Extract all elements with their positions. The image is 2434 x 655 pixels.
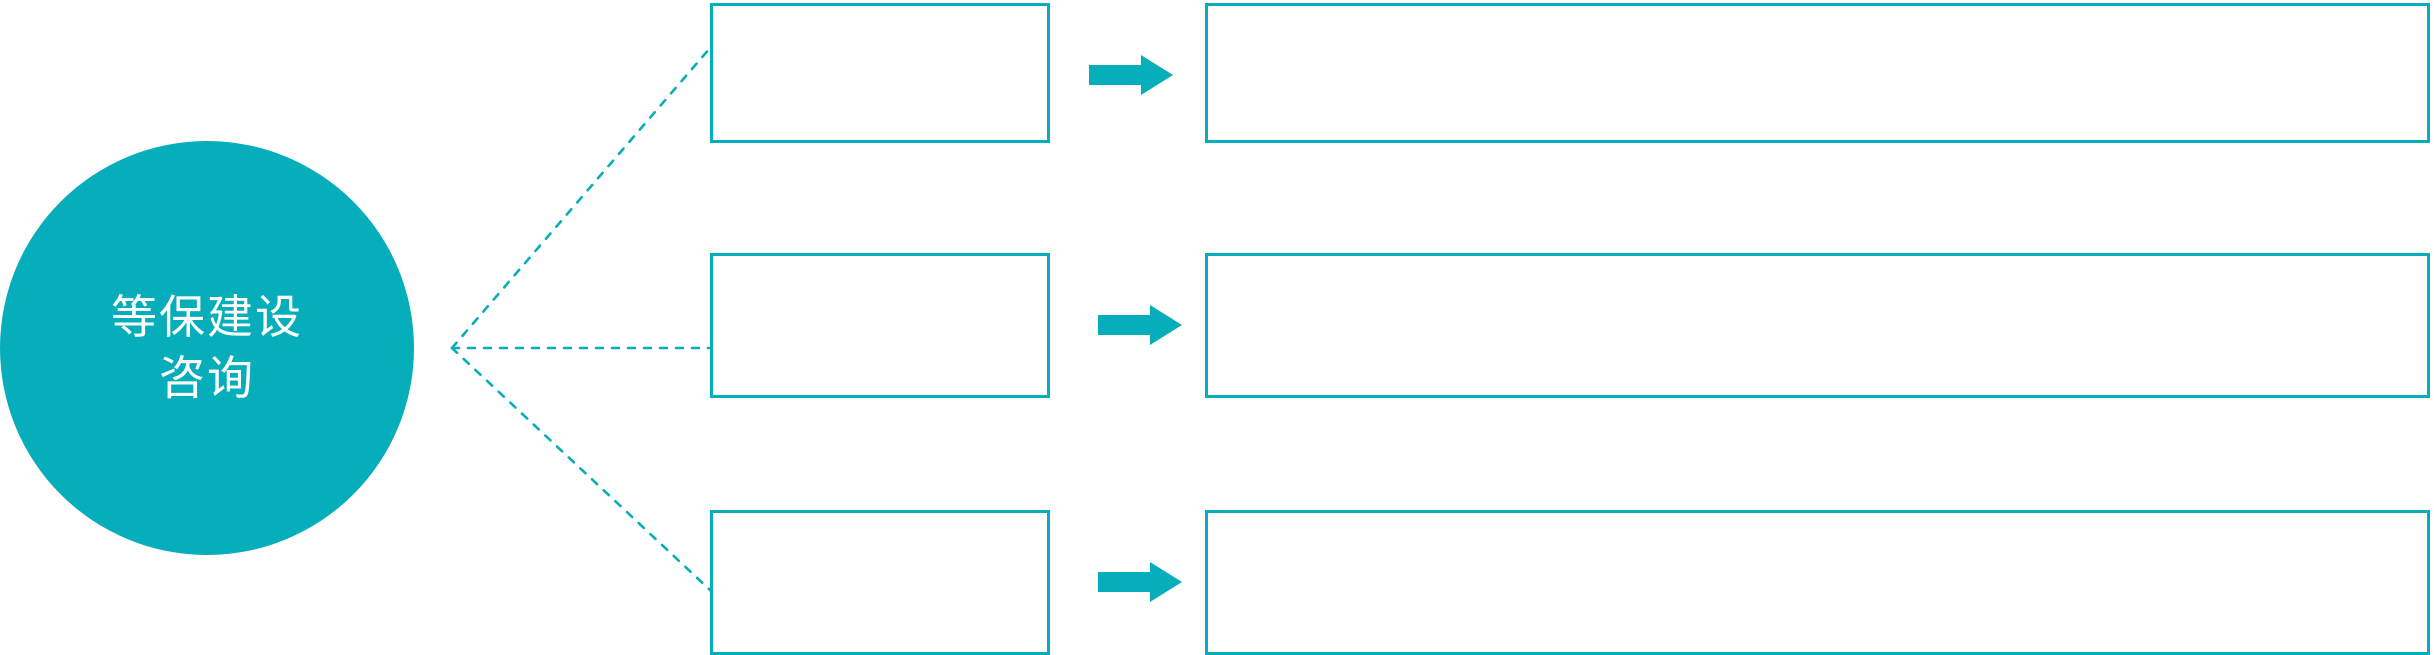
stage-box-1[interactable]: [710, 3, 1050, 143]
detail-box-2[interactable]: [1205, 253, 2430, 398]
stage-box-3[interactable]: [710, 510, 1050, 655]
detail-box-1[interactable]: [1205, 3, 2430, 143]
hub-title-line-2: 咨询: [159, 352, 255, 404]
diagram-row: [0, 253, 2434, 398]
hub-title-line-1: 等保建设: [111, 291, 303, 344]
arrow-right-icon: [1098, 562, 1182, 602]
diagram-row: [0, 3, 2434, 143]
hub-circle[interactable]: 等保建设 咨询: [0, 141, 414, 555]
detail-box-3[interactable]: [1205, 510, 2430, 655]
arrow-right-icon: [1089, 55, 1173, 95]
arrow-right-icon: [1098, 305, 1182, 345]
diagram-row: [0, 510, 2434, 655]
stage-box-2[interactable]: [710, 253, 1050, 398]
